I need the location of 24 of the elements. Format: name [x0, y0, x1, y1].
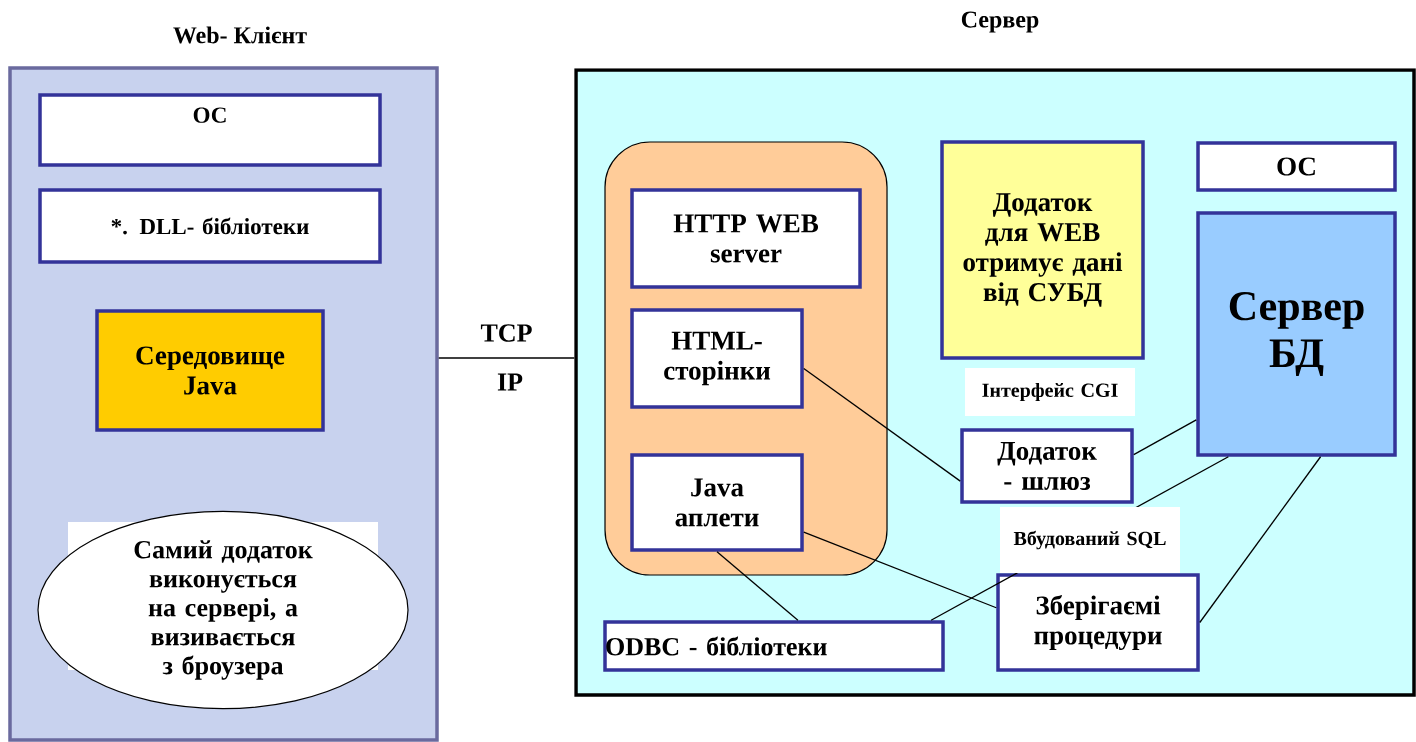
process-box: HTML- сторінки	[630, 308, 804, 409]
connector-line	[1133, 419, 1197, 456]
text-box: ОС	[38, 93, 382, 167]
process-box: Додаток - шлюз	[960, 428, 1134, 504]
database-box: Сервер БД	[1196, 211, 1397, 457]
interface-label: Інтерфейс CGI	[982, 382, 1118, 402]
process-box: Додаток для WEB отримує дані від СУБД	[940, 140, 1145, 360]
connector-line	[438, 357, 575, 359]
edge-label: TCP	[480, 324, 532, 342]
connector-line	[716, 551, 799, 621]
process-box: Середовище Java	[95, 309, 325, 432]
node-label: Web- Клієнт	[173, 26, 307, 44]
interface-label: Вбудований SQL	[1013, 530, 1166, 550]
protocol-label: IP	[497, 373, 523, 391]
text-box: *. DLL- бібліотеки	[38, 188, 382, 264]
text-box: ОС	[1196, 141, 1397, 192]
process-box: Java аплети	[630, 453, 804, 552]
node-label: Сервер	[961, 11, 1039, 33]
process-box: Зберігаємі процедури	[996, 573, 1200, 672]
connector-line	[803, 531, 997, 609]
process-box: HTTP WEB server	[630, 188, 862, 289]
connector-line	[803, 367, 961, 482]
ellipse-callout: Самий додаток виконується на сервері, а визивається з броузера	[37, 510, 409, 710]
connector-line	[1199, 456, 1322, 624]
